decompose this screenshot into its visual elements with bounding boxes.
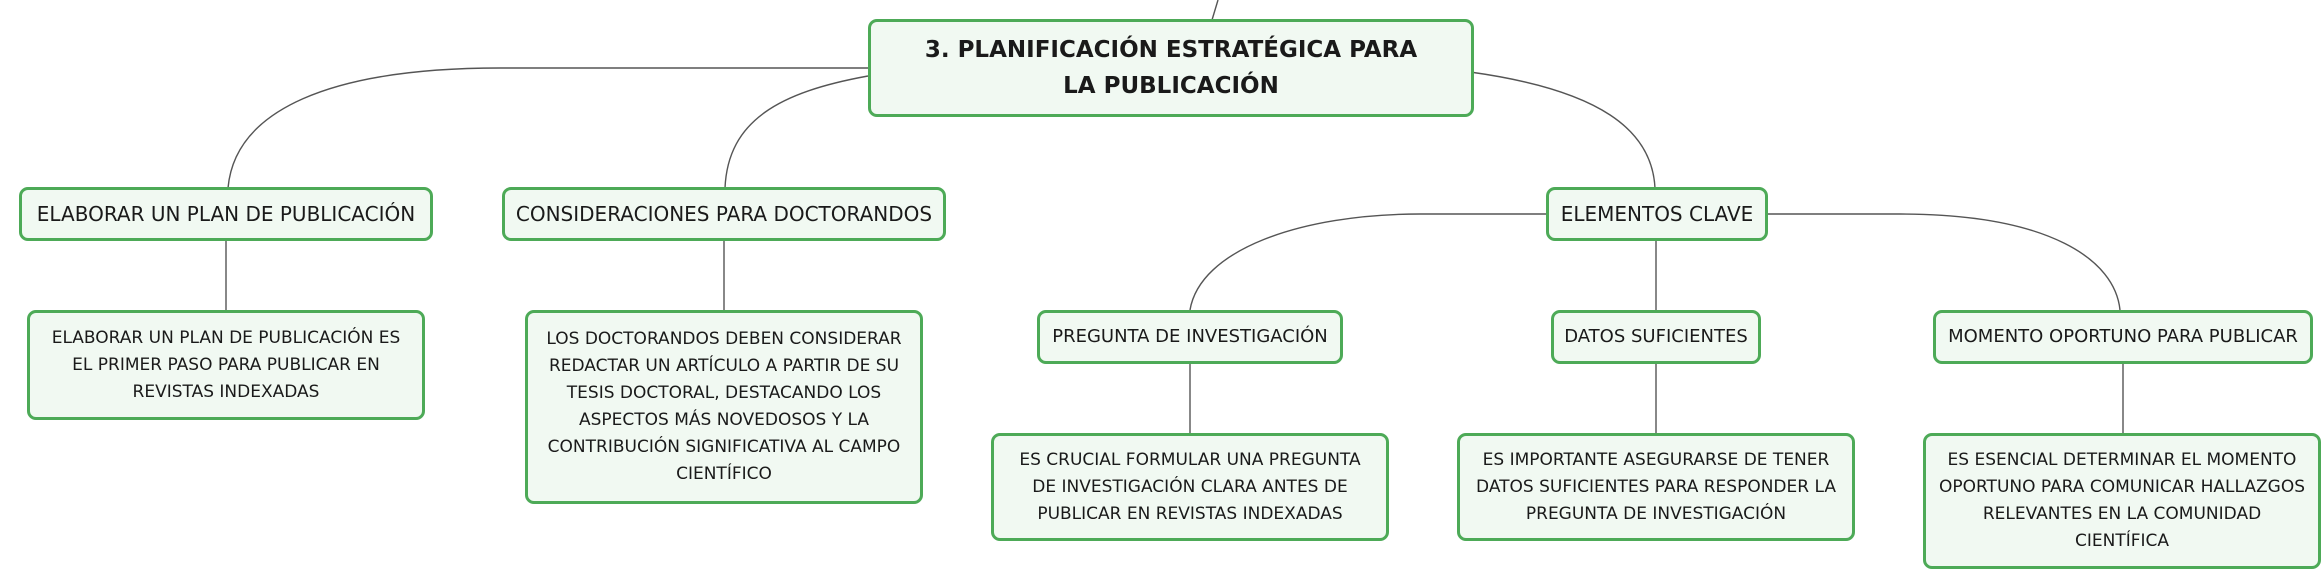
subtopic-momento-oportuno[interactable]: MOMENTO OPORTUNO PARA PUBLICAR (1933, 310, 2313, 364)
topic-elaborar-plan[interactable]: ELABORAR UN PLAN DE PUBLICACIÓN (19, 187, 433, 241)
detail-momento-oportuno-text: ES ESENCIAL DETERMINAR EL MOMENTO OPORTU… (1938, 450, 2306, 551)
topic-elementos-clave[interactable]: ELEMENTOS CLAVE (1546, 187, 1768, 241)
detail-pregunta-investigacion-text: ES CRUCIAL FORMULAR UNA PREGUNTA DE INVE… (1019, 449, 1361, 524)
connector-root-plan (227, 67, 868, 189)
subtopic-momento-oportuno-label: MOMENTO OPORTUNO PARA PUBLICAR (1948, 326, 2298, 347)
connector-root-elementos (1469, 71, 1656, 189)
subtopic-datos-suficientes-label: DATOS SUFICIENTES (1564, 326, 1748, 347)
connector-elementos-momento (1766, 213, 2121, 311)
subtopic-pregunta-investigacion-label: PREGUNTA DE INVESTIGACIÓN (1052, 326, 1328, 347)
topic-elaborar-plan-label: ELABORAR UN PLAN DE PUBLICACIÓN (36, 202, 416, 226)
topic-elementos-clave-label: ELEMENTOS CLAVE (1560, 202, 1754, 226)
connector-elementos-pregunta (1189, 213, 1546, 311)
subtopic-datos-suficientes[interactable]: DATOS SUFICIENTES (1551, 310, 1761, 364)
detail-datos-suficientes[interactable]: ES IMPORTANTE ASEGURARSE DE TENER DATOS … (1457, 433, 1855, 541)
topic-consideraciones-doctorandos[interactable]: CONSIDERACIONES PARA DOCTORANDOS (502, 187, 946, 241)
root-topic-label: 3. PLANIFICACIÓN ESTRATÉGICA PARA LA PUB… (924, 37, 1418, 99)
detail-consideraciones-doctorandos-text: LOS DOCTORANDOS DEBEN CONSIDERAR REDACTA… (546, 329, 902, 484)
connector-parent-root (1211, 0, 1219, 21)
detail-pregunta-investigacion[interactable]: ES CRUCIAL FORMULAR UNA PREGUNTA DE INVE… (991, 433, 1389, 541)
detail-datos-suficientes-text: ES IMPORTANTE ASEGURARSE DE TENER DATOS … (1476, 449, 1836, 524)
detail-elaborar-plan-text: ELABORAR UN PLAN DE PUBLICACIÓN ES EL PR… (51, 327, 401, 402)
detail-elaborar-plan[interactable]: ELABORAR UN PLAN DE PUBLICACIÓN ES EL PR… (27, 310, 425, 420)
root-topic[interactable]: 3. PLANIFICACIÓN ESTRATÉGICA PARA LA PUB… (868, 19, 1474, 117)
detail-momento-oportuno[interactable]: ES ESENCIAL DETERMINAR EL MOMENTO OPORTU… (1923, 433, 2321, 569)
subtopic-pregunta-investigacion[interactable]: PREGUNTA DE INVESTIGACIÓN (1037, 310, 1343, 364)
connector-root-doctorandos (724, 75, 869, 189)
topic-consideraciones-doctorandos-label: CONSIDERACIONES PARA DOCTORANDOS (515, 202, 933, 226)
detail-consideraciones-doctorandos[interactable]: LOS DOCTORANDOS DEBEN CONSIDERAR REDACTA… (525, 310, 923, 504)
